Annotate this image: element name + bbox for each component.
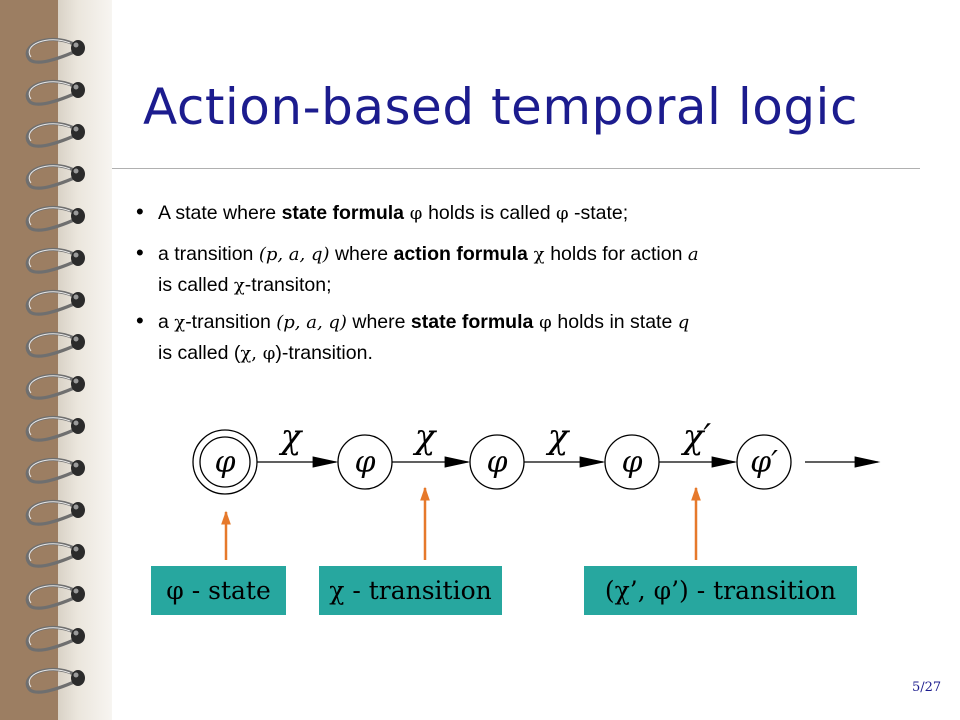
bullet-3-math-b: q [677,312,690,333]
bullet-3-text-b: -transition [185,311,277,333]
bullet-item-3: a χ-transition (p, a, q) where state for… [136,306,926,369]
bullet-1-bold: state formula [281,202,405,224]
state-2-label: φ [354,445,375,480]
binder-ring [25,541,85,568]
bullet-2-chi-b: χ [233,275,245,296]
binder-ring [25,415,85,442]
phi-state-label-box: φ - state [151,566,286,615]
edge-4-label: χ′ [681,417,712,457]
binder-ring [25,625,85,652]
bullet-1-phi-a: φ [404,203,429,224]
chi-transition-label-box: χ - transition [319,566,502,615]
bullet-2-text-d: is called [158,274,234,296]
edge-1-label: χ [279,417,304,457]
bullet-1-phi-b: φ [555,203,569,224]
bullet-3-text-d: holds in state [557,311,678,333]
binder-ring [25,121,85,148]
bullet-2-math-b: a [687,244,699,265]
binder-ring [25,583,85,610]
pair-transition-label-box: (χ’, φ’) - transition [584,566,857,615]
bullet-2-math-a: (p, a, q) [258,244,330,265]
bullet-3-text-f: )-transition. [275,342,373,364]
state-1-label: φ [214,445,235,480]
bullet-3-pair: χ, φ [240,343,276,364]
bullet-2-text-a: a transition [158,243,259,265]
binder-ring [25,289,85,316]
bullet-2-text-b: where [329,243,394,265]
binder-ring [25,247,85,274]
bullet-2-chi-a: χ [527,244,551,265]
bullet-1-text-c: -state; [568,202,629,224]
bullet-3-text-e: is called ( [158,342,241,364]
title-divider [112,168,920,169]
spiral-rings [25,37,85,694]
bullet-3-math-a: (p, a, q) [276,312,347,333]
state-5-label: φ′ [750,445,778,480]
bullet-1-text-b: holds is called [428,202,556,224]
binder-ring [25,457,85,484]
bullet-2-text-e: -transiton; [244,274,332,296]
slide-title: Action-based temporal logic [143,78,858,136]
bullet-list: A state where state formula φ holds is c… [136,197,926,379]
edge-3-label: χ [546,417,571,457]
bullet-item-2: a transition (p, a, q) where action form… [136,238,926,301]
initial-state [199,436,251,488]
state-4-label: φ [621,445,642,480]
state-3-label: φ [486,445,507,480]
binder-ring [25,331,85,358]
binder-ring [25,37,85,64]
binder-ring [25,499,85,526]
bullet-2-bold: action formula [393,243,528,265]
binder-ring [25,79,85,106]
binder-ring [25,205,85,232]
bullet-item-1: A state where state formula φ holds is c… [136,197,926,229]
bullet-3-chi-a: χ [174,312,186,333]
edge-2-label: χ [413,417,438,457]
bullet-3-bold: state formula [410,311,534,333]
page-number: 5/27 [912,680,942,695]
binder-ring [25,373,85,400]
bullet-3-text-c: where [346,311,411,333]
bullet-3-phi: φ [533,312,558,333]
bullet-2-text-c: holds for action [550,243,688,265]
binder-ring [25,667,85,694]
bullet-3-text-a: a [158,311,175,333]
bullet-1-text-a: A state where [158,202,282,224]
binder-ring [25,163,85,190]
